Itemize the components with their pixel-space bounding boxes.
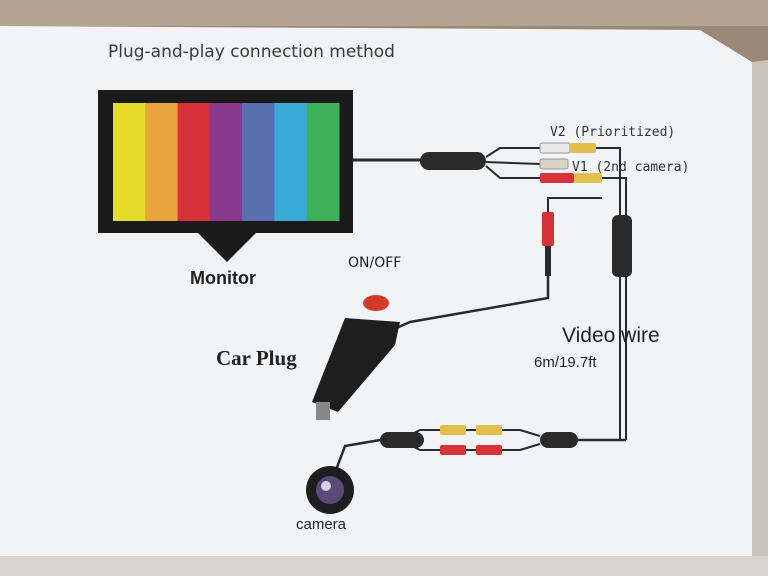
power-yellow-jack [574,173,602,183]
v1-label: V1 (2nd camera) [572,160,690,175]
camera-red-plug-a [440,445,466,455]
monitor-color-bar [209,103,243,221]
monitor-color-bar [145,103,179,221]
power-red-plug [540,173,574,183]
video-wire-main [596,147,621,440]
background-top-strip [0,0,768,26]
monitor-cable-connector [420,152,486,170]
power-lead-red-plug [542,212,554,246]
box-edge [700,30,768,576]
v2-label: V2 (Prioritized) [550,125,676,140]
video-wire-label: Video wire [562,324,660,347]
camera-illustration [306,466,354,514]
camera-red-plug-b [476,445,502,455]
car-plug-cable [391,276,550,332]
v2-rca-jack [570,143,596,153]
power-lead-tip [545,246,551,276]
monitor-color-bar [306,103,340,221]
car-plug-switch[interactable] [363,295,389,311]
v2-rca-plug [539,142,571,154]
v1-branch-wire [485,161,541,165]
monitor-illustration [98,90,353,262]
car-plug-tip [316,402,330,420]
car-plug-illustration [312,295,400,420]
switch-label: ON/OFF [348,255,402,271]
camera-harness-connector-right [540,432,578,448]
video-wire-secondary [602,177,627,440]
monitor-color-bar [274,103,308,221]
power-lead-wire [547,197,602,215]
box-bottom-edge [0,556,768,576]
monitor-label: Monitor [190,268,256,288]
car-plug-label: Car Plug [216,346,297,370]
monitor-color-bar [242,103,275,221]
video-wire-inline-module [612,215,632,277]
diagram-title: Plug-and-play connection method [108,42,395,62]
camera-cable [334,438,381,471]
wire-length-label: 6m/19.7ft [534,354,597,371]
car-plug-body [312,318,400,412]
camera-lens [316,476,344,504]
monitor-stand [198,233,256,262]
camera-label: camera [296,516,347,533]
v1-rca-plug [539,158,569,170]
camera-harness-connector-left [380,432,424,448]
monitor-color-bar [177,103,211,221]
camera-yellow-plug-b [476,425,502,435]
monitor-color-bar [113,103,146,221]
camera-yellow-plug-a [440,425,466,435]
v2-branch-wire [485,147,540,158]
monitor-color-bars [113,103,340,221]
camera-lens-highlight [321,481,331,491]
power-branch-wire [485,165,540,179]
